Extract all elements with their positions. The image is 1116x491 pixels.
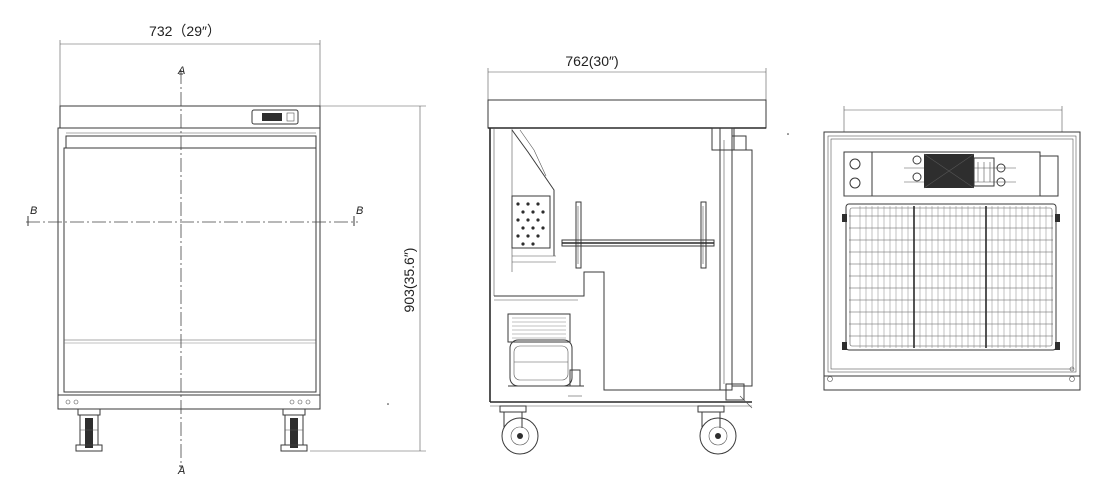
section-marker-a-top: A (177, 65, 185, 77)
side-front-caster (697, 405, 737, 455)
side-door (711, 127, 753, 409)
section-marker-a-bottom: A (177, 465, 185, 477)
side-view: 762(30″) (487, 53, 789, 455)
front-door-panel (63, 147, 317, 393)
front-width-dimension: 732（29″） (59, 23, 321, 106)
front-height-label: 903(35.6″) (401, 248, 417, 313)
front-view: 732（29″） (26, 23, 426, 477)
side-countertop (487, 99, 767, 129)
front-left-caster (75, 408, 103, 452)
rear-wire-grille (842, 203, 1060, 351)
front-base (57, 394, 321, 410)
shelf-assembly (561, 201, 715, 269)
rear-base (823, 375, 1081, 391)
side-rear-caster (499, 405, 539, 455)
front-cabinet-body (57, 127, 321, 396)
front-height-dimension: 903(35.6″) (310, 105, 426, 452)
section-marker-b-right: B (356, 205, 363, 217)
side-depth-dimension: 762(30″) (487, 53, 767, 100)
temperature-controller (251, 109, 299, 125)
side-depth-label: 762(30″) (565, 53, 618, 69)
section-marker-b-left: B (30, 205, 37, 217)
evaporator-duct (511, 129, 556, 263)
rear-view (823, 106, 1081, 391)
rear-condensing-tray (843, 151, 1059, 197)
front-width-label: 732（29″） (149, 23, 221, 39)
condensing-unit (507, 313, 584, 397)
front-right-caster (280, 408, 308, 452)
door-top-handle (65, 135, 317, 149)
